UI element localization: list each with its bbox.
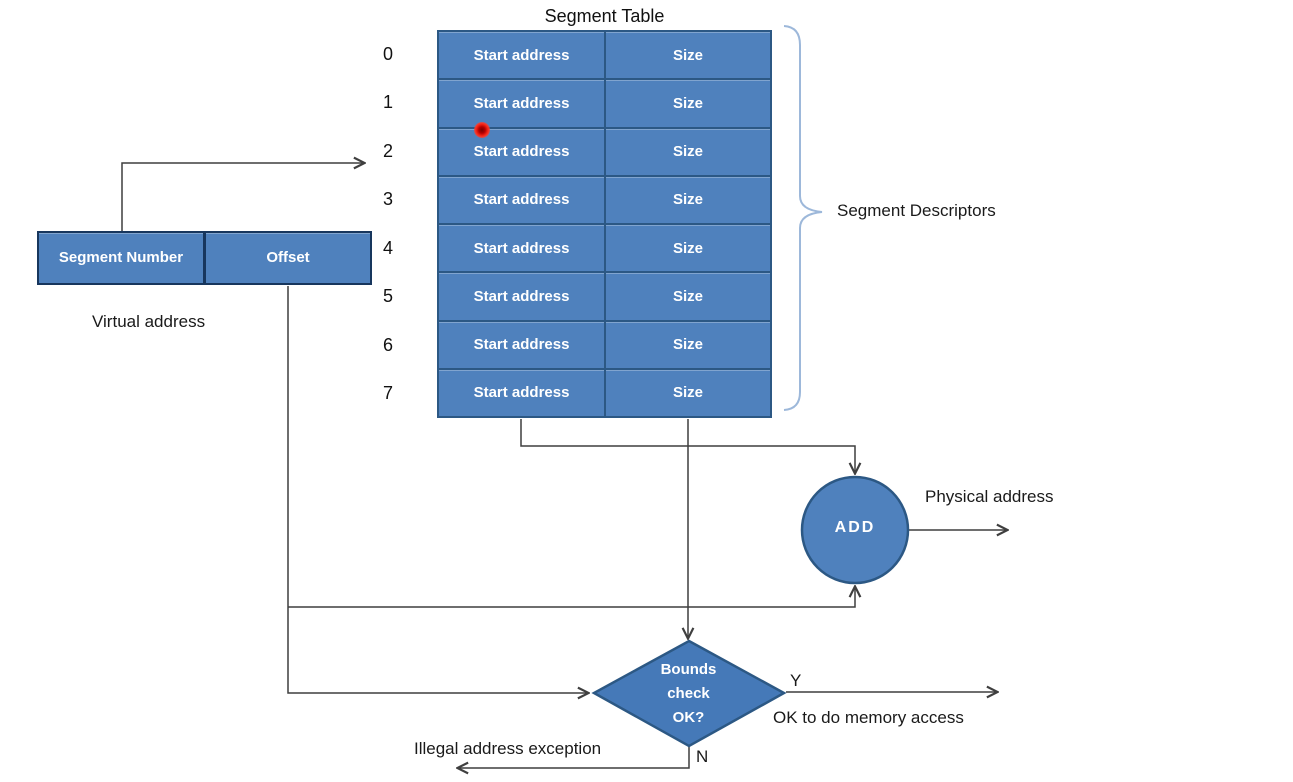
bounds-check-line: OK? (672, 709, 705, 726)
illegal-address-exception-label: Illegal address exception (414, 739, 602, 758)
segment-table-cell-size: Size (606, 32, 770, 79)
segment-table-cell-size: Size (606, 225, 770, 272)
bounds-no-label: N (696, 747, 709, 766)
segment-number-field: Segment Number (39, 233, 206, 283)
segment-table-cell-size: Size (606, 80, 770, 127)
row-index: 5 (382, 286, 393, 307)
row-index: 1 (382, 92, 393, 113)
connector-bounds-no (458, 746, 690, 768)
bounds-check-label: Bounds check OK? (618, 658, 759, 730)
segment-table-cell-start: Start address (439, 128, 604, 175)
segment-table-cell-size: Size (606, 128, 770, 175)
segment-descriptors-brace (783, 25, 823, 411)
segment-table-cell-size: Size (606, 273, 770, 320)
physical-address-label: Physical address (925, 487, 1054, 506)
row-index: 7 (382, 383, 393, 404)
ok-memory-access-label: OK to do memory access (773, 708, 964, 727)
row-index: 6 (382, 334, 393, 355)
row-index: 3 (382, 189, 393, 210)
segment-table-cell-start: Start address (439, 225, 604, 272)
add-node-circle (800, 475, 910, 585)
offset-field: Offset (266, 249, 310, 266)
segment-table-cell-start: Start address (439, 80, 604, 127)
row-index: 4 (382, 237, 393, 258)
segment-table-cell-start: Start address (439, 321, 604, 368)
connector-segment-number-to-table (121, 163, 364, 231)
segment-table-cell-start: Start address (439, 176, 604, 223)
segment-table-title: Segment Table (544, 6, 665, 26)
segment-table-cell-size: Size (606, 321, 770, 368)
segment-table-cell-start: Start address (439, 273, 604, 320)
bounds-check-line: check (667, 685, 710, 702)
cursor-dot (474, 122, 490, 138)
virtual-address-box: Segment Number Offset (37, 231, 372, 285)
row-index: 2 (382, 140, 393, 161)
segment-table-row-indices: 0 1 2 3 4 5 6 7 (372, 30, 404, 418)
bounds-yes-label: Y (790, 671, 802, 690)
segment-table-cell-start: Start address (439, 369, 604, 416)
connector-offset-to-bounds-check (287, 286, 588, 693)
row-index: 0 (382, 43, 393, 64)
segment-table-cell-size: Size (606, 176, 770, 223)
connector-offset-to-add (288, 587, 855, 608)
segment-table-cell-size: Size (606, 369, 770, 416)
segment-table: Start address Size Start address Size St… (437, 30, 772, 418)
add-node-label: ADD (834, 519, 876, 536)
bounds-check-diamond (591, 639, 787, 748)
virtual-address-caption: Virtual address (92, 312, 206, 331)
segment-descriptors-label: Segment Descriptors (837, 201, 996, 220)
bounds-check-line: Bounds (660, 661, 717, 678)
segment-table-cell-start: Start address (439, 32, 604, 79)
